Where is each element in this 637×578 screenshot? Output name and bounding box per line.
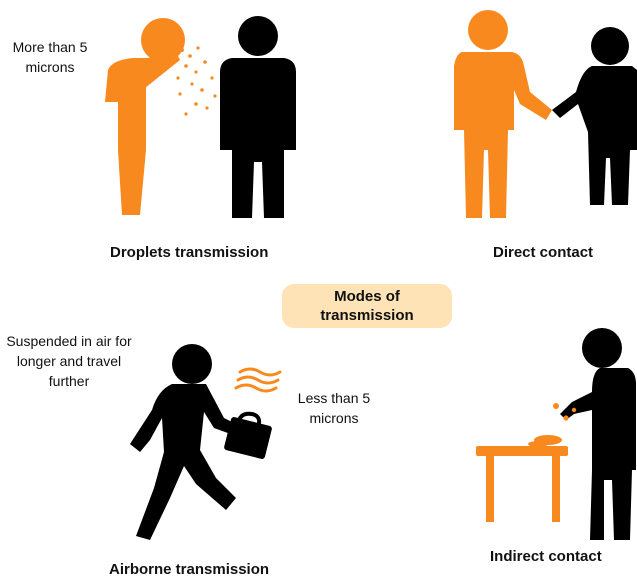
person-touching-surface-icon [560,328,636,540]
direct-title: Direct contact [493,244,594,261]
table-icon [476,435,568,522]
air-waves-icon [234,367,282,393]
droplets-note: More than 5 microns [12,39,88,75]
airborne-title: Airborne transmission [109,561,270,578]
center-label: Modes of transmission [320,288,414,324]
sneezing-person-icon [105,18,185,215]
standing-person-icon [220,16,296,218]
airborne-note-left: Suspended in air for longer and travel f… [6,333,132,389]
center-label-box: Modes of transmission [282,284,452,328]
walking-person-icon [130,344,240,540]
droplets-title: Droplets transmission [110,244,269,261]
airborne-note-right: Less than 5 microns [297,390,371,426]
briefcase-icon [224,411,272,459]
germ-drops-icon [553,403,577,421]
black-person-icon [552,27,637,205]
droplets-spray-icon [176,46,217,116]
orange-person-icon [454,10,552,218]
handshake-icon [454,10,637,218]
indirect-title: Indirect contact [490,548,602,565]
